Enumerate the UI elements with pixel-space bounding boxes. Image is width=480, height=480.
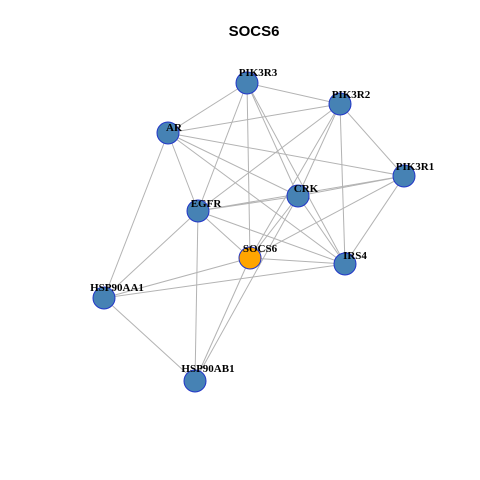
edge-egfr-hsp90ab1 (194, 210, 199, 382)
edge-ar-crk (167, 132, 299, 197)
edge-pik3r3-crk (246, 82, 299, 197)
edge-socs6-hsp90aa1 (103, 257, 251, 299)
edge-egfr-irs4 (197, 210, 346, 265)
graph-title: SOCS6 (229, 23, 280, 40)
edge-ar-egfr (167, 132, 199, 212)
node-label-socs6: SOCS6 (243, 243, 278, 255)
node-label-hsp90aa1: HSP90AA1 (90, 282, 144, 294)
edge-pik3r1-irs4 (344, 175, 405, 265)
edge-pik3r3-pik3r2 (246, 82, 341, 105)
node-pik3r1[interactable] (392, 164, 416, 188)
node-label-pik3r2: PIK3R2 (332, 89, 371, 101)
edge-pik3r2-crk (297, 103, 341, 197)
node-label-hsp90ab1: HSP90AB1 (181, 363, 234, 375)
edge-egfr-socs6 (197, 210, 251, 259)
edge-socs6-irs4 (249, 257, 346, 265)
edge-layer (103, 82, 405, 382)
edge-egfr-hsp90aa1 (103, 210, 199, 299)
node-irs4[interactable] (333, 252, 357, 276)
node-label-egfr: EGFR (191, 198, 223, 210)
edge-pik3r3-egfr (197, 82, 248, 212)
node-hsp90aa1[interactable] (92, 286, 116, 310)
edge-pik3r2-egfr (197, 103, 341, 212)
edge-ar-pik3r1 (167, 132, 405, 177)
edge-pik3r2-pik3r1 (339, 103, 405, 177)
node-pik3r2[interactable] (328, 92, 352, 116)
node-layer (92, 71, 416, 393)
node-socs6[interactable] (238, 246, 262, 270)
node-hsp90ab1[interactable] (183, 369, 207, 393)
edge-pik3r3-socs6 (246, 82, 251, 259)
node-egfr[interactable] (186, 199, 210, 223)
edge-hsp90aa1-hsp90ab1 (103, 297, 196, 382)
edge-ar-hsp90aa1 (103, 132, 169, 299)
node-label-pik3r3: PIK3R3 (239, 67, 278, 79)
edge-crk-socs6 (249, 195, 299, 259)
node-label-pik3r1: PIK3R1 (396, 161, 435, 173)
edge-pik3r2-socs6 (249, 103, 341, 259)
edge-pik3r2-ar (167, 103, 341, 134)
node-crk[interactable] (286, 184, 310, 208)
edge-crk-egfr (197, 195, 299, 212)
edge-irs4-hsp90aa1 (103, 263, 346, 299)
edge-crk-hsp90ab1 (194, 195, 299, 382)
node-label-crk: CRK (294, 183, 319, 195)
edge-pik3r3-irs4 (246, 82, 346, 265)
edge-pik3r1-socs6 (249, 175, 405, 259)
edge-pik3r3-ar (167, 82, 248, 134)
node-label-ar: AR (166, 122, 183, 134)
edge-pik3r2-irs4 (339, 103, 346, 265)
node-label-irs4: IRS4 (343, 250, 367, 262)
edge-crk-irs4 (297, 195, 346, 265)
node-pik3r3[interactable] (235, 71, 259, 95)
node-ar[interactable] (156, 121, 180, 145)
edge-ar-irs4 (167, 132, 346, 265)
